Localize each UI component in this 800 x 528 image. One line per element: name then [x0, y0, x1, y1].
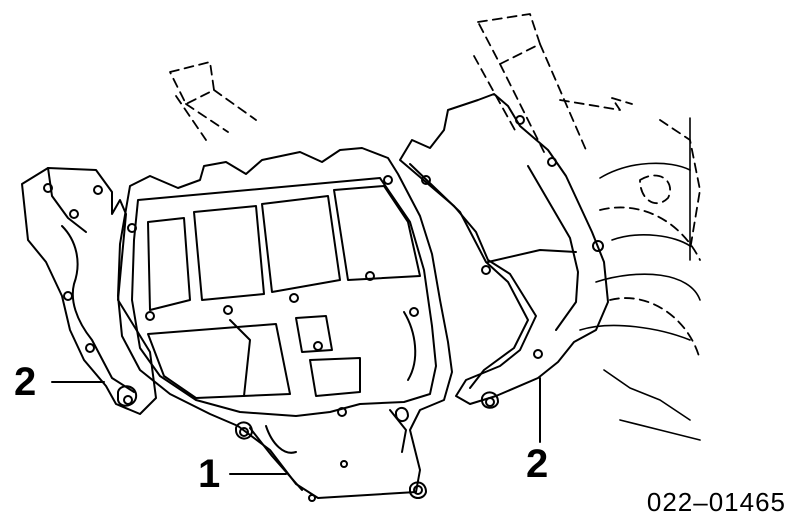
- part-number-label: 022–01465: [646, 487, 786, 517]
- leader-lines: [51, 377, 541, 475]
- frame-context-lines: [579, 117, 701, 441]
- left-bracket: [21, 167, 157, 415]
- engine-under-cover: [117, 147, 453, 502]
- callout-label-2-left: 2: [14, 360, 37, 404]
- dashed-context-outlines: [169, 13, 701, 361]
- callout-label-1: 1: [198, 452, 221, 496]
- callout-label-2-right: 2: [526, 442, 549, 486]
- right-bracket: [399, 93, 609, 409]
